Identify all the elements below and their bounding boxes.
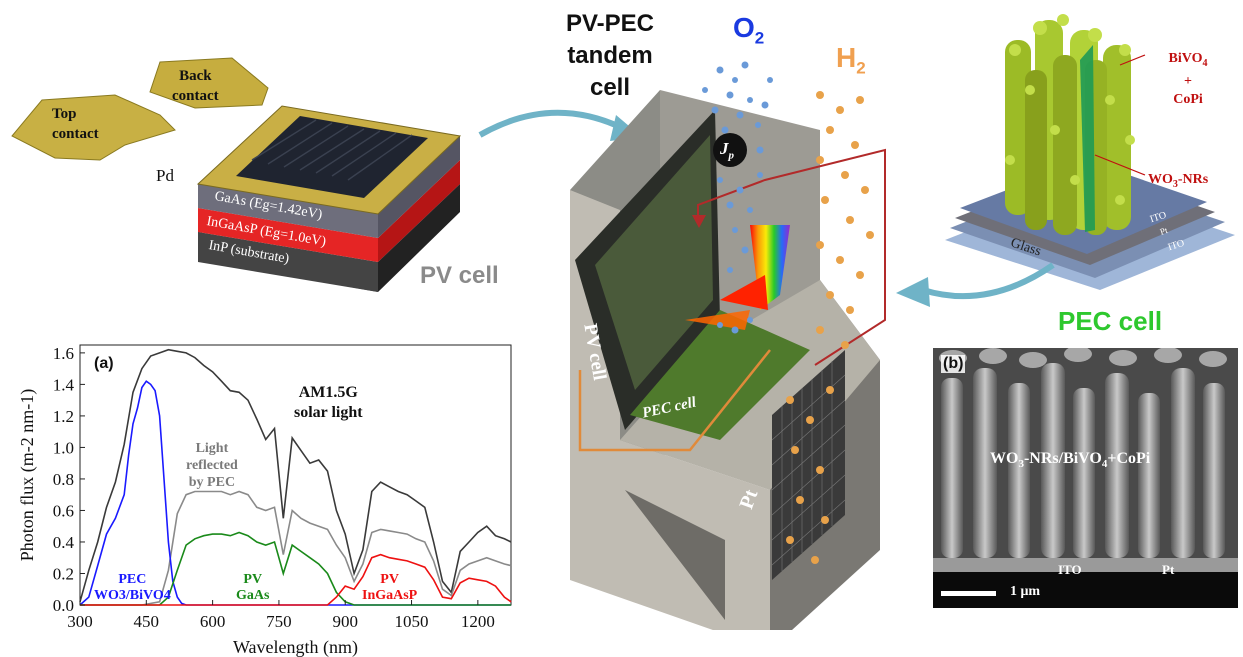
pv-cell-caption: PV cell [420, 262, 499, 289]
series-line-1 [80, 490, 512, 606]
pv-ingaasp-annotation: PV InGaAsP [362, 572, 418, 603]
top-contact-label: Top contact [52, 106, 99, 142]
solar-grid [236, 116, 428, 198]
y-tick-label-0: 0.0 [53, 596, 74, 615]
page-title: PV-PEC tandem cell [565, 10, 655, 101]
series-line-0 [79, 348, 512, 603]
x-tick-label-750: 750 [266, 612, 292, 631]
inp-layer-front [198, 232, 378, 292]
reflected-annotation: Light reflected by PEC [186, 441, 238, 490]
series-line-4 [80, 553, 512, 606]
wo3-nrs-label: WO3-NRs [1148, 172, 1209, 190]
tandem-cell [570, 61, 886, 630]
y-tick-label-0.2: 0.2 [53, 564, 74, 583]
pv-gaas-annotation: PV GaAs [236, 572, 270, 603]
y-tick-label-1.6: 1.6 [53, 344, 74, 363]
gaas-layer [198, 184, 378, 238]
pec-annotation: PEC WO3/BiVO4 [94, 572, 171, 603]
x-tick-label-1050: 1050 [395, 612, 429, 631]
photon-flux-chart: 300 450 600 750 900 1050 1200 0.0 0.2 0.4 0.6 0.8 1.… [17, 344, 512, 657]
sem-panel-label: (b) [941, 355, 966, 373]
arrow-pec-to-tandem [896, 262, 1055, 307]
back-contact-pad [149, 57, 269, 109]
x-tick-label-900: 900 [332, 612, 358, 631]
tandem-cutout [625, 490, 725, 620]
jp-circle [713, 133, 747, 167]
sem-caption: WO3-NRs/BiVO4+CoPi [990, 450, 1151, 471]
x-tick-label-300: 300 [67, 612, 93, 631]
circuit-wire [697, 148, 886, 366]
jp-label: Jp [720, 139, 734, 162]
am15-annotation: AM1.5G solar light [294, 384, 363, 421]
back-contact-label: Back contact [172, 68, 219, 104]
wo3-core [1080, 45, 1095, 232]
sem-image [933, 348, 1238, 608]
pv-cell-device [11, 57, 462, 292]
chart-panel-label: (a) [94, 355, 114, 372]
tandem-pec-floor [630, 310, 810, 440]
nanorod-array [1005, 20, 1131, 235]
y-tick-label-0.8: 0.8 [53, 470, 74, 489]
y-axis-label: Photon flux (m-2 nm-1) [17, 389, 38, 562]
pec-cell-device [945, 14, 1235, 290]
o2-bubbles [702, 61, 773, 334]
ingaasp-layer [198, 208, 378, 262]
x-axis-label: Wavelength (nm) [233, 637, 358, 657]
pec-cell-caption: PEC cell [1058, 306, 1163, 336]
x-tick-label-1200: 1200 [461, 612, 495, 631]
h2-bubbles [786, 91, 874, 564]
o2-label: O2 [733, 12, 765, 48]
h2-label: H2 [836, 42, 866, 78]
sem-pt-label: Pt [1162, 562, 1175, 577]
y-tick-label-1: 1.0 [53, 438, 74, 457]
y-tick-label-1.2: 1.2 [53, 407, 74, 426]
sem-ito-label: ITO [1058, 562, 1082, 577]
x-tick-label-450: 450 [134, 612, 160, 631]
x-tick-label-600: 600 [200, 612, 226, 631]
y-tick-label-0.6: 0.6 [53, 501, 74, 520]
y-tick-label-0.4: 0.4 [53, 533, 75, 552]
sem-texture [933, 348, 1238, 608]
pd-label: Pd [156, 166, 174, 185]
scale-label: 1 μm [1010, 584, 1041, 599]
y-tick-label-1.4: 1.4 [53, 375, 75, 394]
series-line-3 [80, 531, 511, 606]
top-contact-pad [11, 94, 176, 161]
bivo4-copi-label: BiVO4 + CoPi [1168, 51, 1208, 107]
scale-bar [941, 591, 996, 596]
